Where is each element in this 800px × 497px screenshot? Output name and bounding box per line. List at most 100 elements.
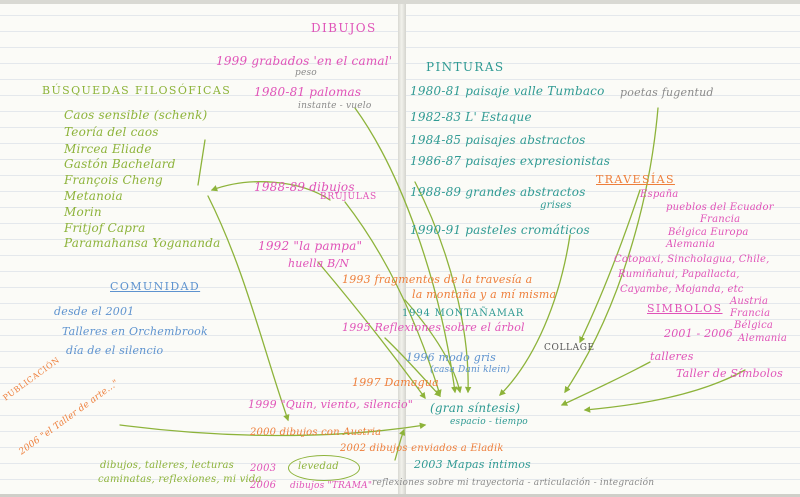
page-edge-bottom [0,494,800,497]
pinturas-year: 1980-81 [410,84,462,98]
travesias-line: Cotopaxi, Sincholagua, Chile, [614,254,770,265]
middle-2000: 2000 dibujos con Austria [250,427,382,438]
dibujos-1992-pampa: 1992 "la pampa" [258,239,363,253]
pinturas-item: 1980-81 paisaje valle Tumbaco [410,85,605,97]
travesias-line: Bélgica [734,320,774,331]
arrow-e1993-to-sintesis [404,299,463,394]
filosofia-item: Paramahansa Yogananda [64,236,221,250]
arrow-simbolos-to-sintesis [560,361,651,406]
arrow-2002-up [394,428,406,461]
pinturas-year: 1988-89 [410,185,462,199]
pinturas-year: 1984-85 [410,133,462,147]
levedad-circle [288,455,360,481]
travesias-line: pueblos del Ecuador [666,202,774,213]
bottom-2003: 2003 [250,463,277,474]
page-edge-top [0,0,800,4]
comunidad-line: Talleres en Orchembrook [62,325,208,338]
heading-travesias: TRAVESÍAS [596,173,675,186]
filosofia-item: Teoría del caos [64,125,159,139]
pinturas-text: paisaje valle Tumbaco [465,84,605,98]
travesias-line: España [640,189,679,200]
heading-busquedas: BÚSQUEDAS FILOSÓFICAS [42,84,232,97]
filosofia-item: Caos sensible (schenk) [64,108,208,122]
arrow-travesias-to-collage [579,189,641,344]
arrow-filosofia-down [207,195,290,422]
dibujos-1980-palomas: 1980-81 palomas [254,85,362,99]
pinturas-text: pasteles cromáticos [465,223,590,237]
dibujos-1988-dibujos: 1988-89 dibujos [254,180,355,194]
arrow-grandes-to-sintesis [414,181,472,394]
middle-1993-line1: 1993 fragmentos de la travesía a [342,273,533,286]
travesias-line: Alemania [666,239,715,250]
middle-1997: 1997 Damagua [352,376,439,389]
dibujos-1992-huella: huella B/N [288,257,350,270]
bottom-dibujos-trama: dibujos "TRAMA" [290,481,373,491]
middle-2003-mapas: 2003 Mapas íntimos [414,458,531,471]
middle-1994: 1994 MONTAÑAMAR [402,308,525,319]
pinturas-year: 1982-83 [410,110,462,124]
pinturas-year: 1990-91 [410,223,462,237]
travesias-line: Bélgica Europa [668,227,749,238]
bottom-dibujos-talleres: dibujos, talleres, lecturas [100,460,234,471]
dibujos-1988-brujulas: BRUJULAS [320,192,377,202]
arrow-pampa-to-sintesis [317,261,426,400]
page-gutter [398,0,406,497]
travesias-line: Francia [730,308,771,319]
simbolos-range: 2001 - 2006 [664,327,733,340]
filosofia-item: François Cheng [64,173,163,187]
simbolos-taller-simbolos: Taller de Símbolos [676,367,783,380]
left-page [0,0,400,497]
pinturas-text: L' Estaque [465,110,532,124]
middle-2002: 2002 dibujos enviados a Eladik [340,443,504,454]
heading-pinturas: PINTURAS [426,60,505,74]
pinturas-year: 1986-87 [410,154,462,168]
pinturas-item: 1982-83 L' Estaque [410,111,532,123]
pinturas-text: grandes abstractos [465,185,586,199]
arrow-tumbaco-to-sintesis [564,107,659,394]
arrow-brujulas-to-sintesis [344,201,442,397]
pinturas-grises: grises [540,200,572,211]
middle-1999-quin: 1999 "Quin, viento, silencio" [248,398,414,411]
comunidad-line: día de el silencio [66,344,164,357]
filosofia-item: Metanoia [64,189,123,203]
middle-1993-line2: la montaña y a mí misma [412,288,557,301]
pinturas-poetas: poetas fugentud [620,86,714,99]
bottom-levedad: levedad [298,461,339,472]
travesias-line: Rumiñahui, Papallacta, [618,269,740,280]
filosofia-item: Gastón Bachelard [64,157,176,171]
pinturas-item: 1990-91 pasteles cromáticos [410,224,590,236]
middle-1996-note: (casa Dani klein) [430,365,511,375]
middle-collage: COLLAGE [544,343,595,353]
dibujos-1980-note: instante - vuelo [298,101,372,111]
travesias-line: Austria [730,296,769,307]
travesias-line: Francia [700,214,741,225]
arrow-e1995-to-sintesis [384,337,441,397]
arrow-pasteles-to-sintesis [499,234,571,396]
pinturas-text: paisajes abstractos [465,133,586,147]
pinturas-text: paisajes expresionistas [465,154,611,168]
arrow-palomas-to-sintesis [354,107,458,394]
travesias-line: Alemania [738,333,787,344]
bottom-caminatas: caminatas, reflexiones, mi vida [98,474,262,485]
middle-1995: 1995 Reflexiones sobre el árbol [342,321,525,334]
middle-1996: 1996 modo gris [406,351,496,364]
dibujos-1999-grabados: 1999 grabados 'en el camal' [216,54,393,68]
arrow-talleres-to-sintesis [583,369,746,413]
pinturas-item: 1984-85 paisajes abstractos [410,134,586,146]
filosofia-item: Morin [64,205,102,219]
heading-dibujos: DIBUJOS [311,21,377,35]
bottom-reflexiones: reflexiones sobre mi trayectoria - artic… [372,478,655,488]
arrow-dibujos-to-filosofia [210,181,331,201]
simbolos-talleres: talleres [650,350,694,363]
travesias-line: Cayambe, Mojanda, etc [620,284,744,295]
middle-espacio: espacio - tiempo [450,417,528,427]
middle-gran-sintesis: (gran síntesis) [430,401,521,415]
filosofia-item: Fritjof Capra [64,221,146,235]
pinturas-item: 1986-87 paisajes expresionistas [410,155,610,167]
dibujos-1999-pesos: peso [295,68,317,78]
arrow-comunidad-to-sintesis [119,422,427,437]
comunidad-line: desde el 2001 [54,305,135,318]
arrow-bracket-filosofia [197,139,206,186]
pinturas-item: 1988-89 grandes abstractos [410,186,586,198]
